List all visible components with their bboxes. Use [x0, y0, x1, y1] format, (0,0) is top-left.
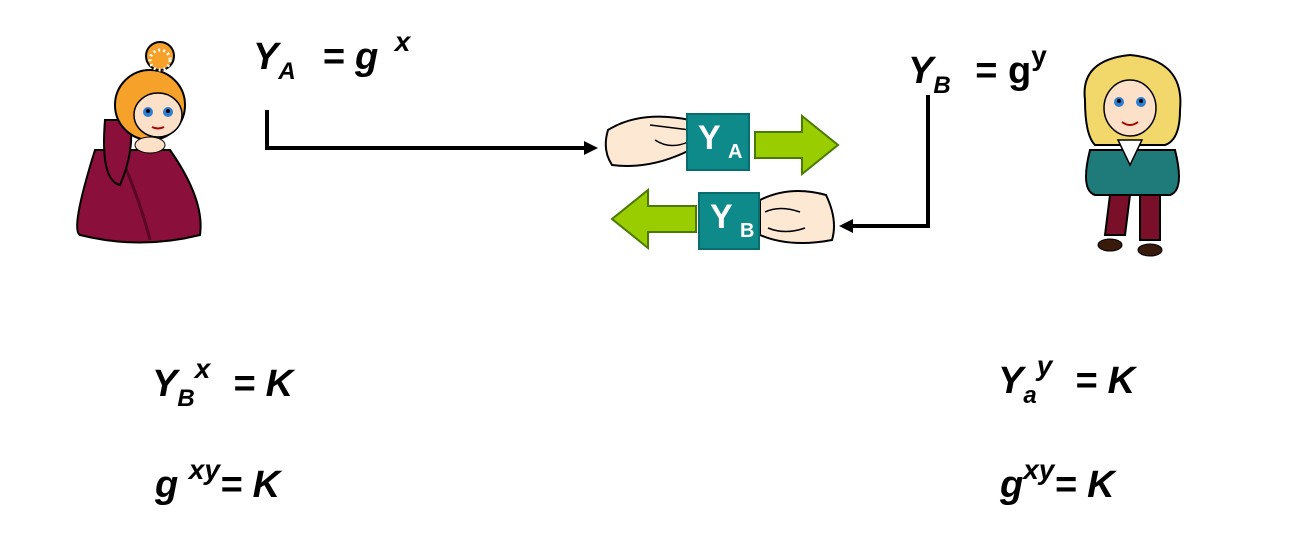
- bob-key-base: Y: [908, 50, 934, 92]
- send-right-arrow-icon: [754, 113, 840, 177]
- tile-b-letter: Y: [710, 198, 733, 236]
- bob-key-exponent: y: [1031, 40, 1047, 71]
- bob-s1-subscript: a: [1023, 382, 1037, 409]
- bob-s2-exponent: xy: [1023, 454, 1055, 485]
- tile-b-subscript: B: [740, 220, 755, 242]
- princess-character-icon: [76, 41, 202, 244]
- send-left-arrow-icon: [610, 187, 697, 251]
- bob-public-key-equation: YB = gy: [908, 42, 1047, 98]
- alice-s1-exponent: x: [194, 353, 211, 384]
- public-key-tile-b: Y B: [698, 192, 760, 250]
- bob-s2-base: g: [1000, 464, 1024, 506]
- bob-key-subscript: B: [933, 72, 951, 99]
- bob-shared-key-line-1: Yay = K: [998, 352, 1136, 408]
- nobleman-character-icon: [1083, 53, 1182, 257]
- alice-s2-exponent: xy: [188, 454, 220, 485]
- tile-a-subscript: A: [728, 141, 743, 163]
- bob-s2-rhs: = K: [1054, 464, 1115, 506]
- alice-s1-base: Y: [152, 363, 178, 405]
- bob-s1-exponent: y: [1036, 350, 1053, 381]
- alice-shared-key-line-1: YBx = K: [152, 355, 294, 411]
- alice-s1-subscript: B: [177, 385, 195, 412]
- bob-send-arrow: [839, 95, 930, 233]
- tile-a-letter: Y: [698, 119, 721, 157]
- public-key-tile-a: Y A: [686, 113, 750, 171]
- alice-public-key-equation: YA = g x: [253, 28, 410, 84]
- bob-shared-key-line-2: gxy= K: [1000, 456, 1115, 506]
- alice-shared-key-line-2: g xy= K: [155, 456, 281, 506]
- alice-send-arrow: [265, 110, 598, 155]
- alice-s1-rhs: = K: [232, 363, 294, 405]
- alice-key-subscript: A: [278, 58, 296, 85]
- hand-icon: [759, 190, 835, 244]
- bob-s1-rhs: = K: [1074, 360, 1136, 402]
- alice-s2-rhs: = K: [219, 464, 281, 506]
- bob-s1-base: Y: [998, 360, 1024, 402]
- hand-icon: [604, 115, 691, 167]
- alice-key-base: Y: [253, 36, 279, 78]
- alice-key-rhs: = g: [322, 36, 379, 78]
- alice-s2-base: g: [155, 464, 179, 506]
- bob-key-rhs: = g: [975, 50, 1032, 92]
- alice-key-exponent: x: [394, 26, 411, 57]
